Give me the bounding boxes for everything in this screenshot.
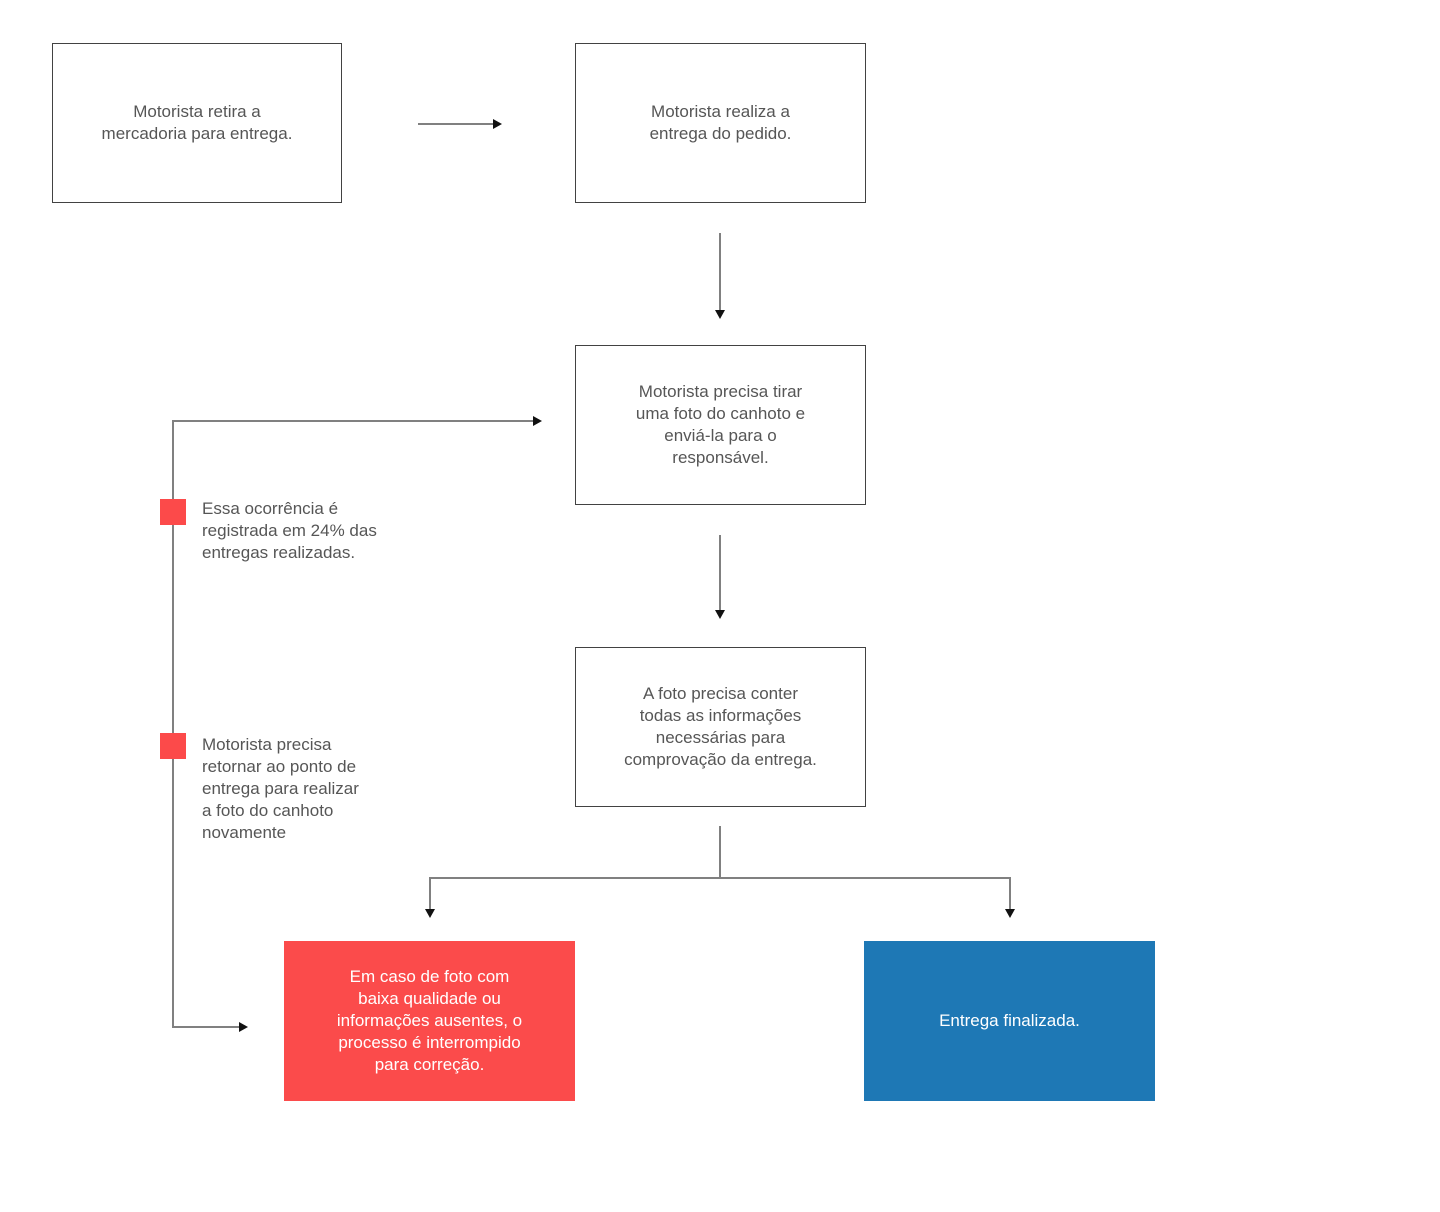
arrowhead-down-icon [1005, 909, 1015, 918]
node-photo-label: Motorista precisa tirar uma foto do canh… [635, 382, 806, 467]
arrowhead-down-icon [715, 610, 725, 619]
arrowhead-right-icon [493, 119, 502, 129]
loopback-top-to-photo [172, 420, 533, 422]
node-deliver-label: Motorista realiza a entrega do pedido. [649, 102, 792, 143]
connector-pickup-to-deliver [418, 123, 493, 125]
arrowhead-down-icon [425, 909, 435, 918]
node-requirements[interactable]: A foto precisa conter todas as informaçõ… [575, 647, 866, 807]
node-pickup[interactable]: Motorista retira a mercadoria para entre… [52, 43, 342, 203]
note-driver-return[interactable]: Motorista precisa retornar ao ponto de e… [202, 735, 359, 842]
note-marker-red-square[interactable] [160, 499, 186, 525]
note-marker-red-square[interactable] [160, 733, 186, 759]
arrowhead-right-icon [239, 1022, 248, 1032]
loopback-bottom-to-interrupted [172, 1026, 239, 1028]
node-finished-label: Entrega finalizada. [939, 1011, 1080, 1030]
branch-stem [719, 826, 721, 879]
node-photo[interactable]: Motorista precisa tirar uma foto do canh… [575, 345, 866, 505]
loopback-vertical [172, 420, 174, 1028]
node-requirements-label: A foto precisa conter todas as informaçõ… [624, 684, 817, 769]
arrowhead-down-icon [715, 310, 725, 319]
node-interrupted-label: Em caso de foto com baixa qualidade ou i… [336, 967, 523, 1074]
connector-photo-to-requirements [719, 535, 721, 610]
node-deliver[interactable]: Motorista realiza a entrega do pedido. [575, 43, 866, 203]
branch-crossbar [429, 877, 1011, 879]
branch-drop-interrupted [429, 877, 431, 910]
node-pickup-label: Motorista retira a mercadoria para entre… [101, 102, 293, 143]
arrowhead-right-icon [533, 416, 542, 426]
connector-deliver-to-photo [719, 233, 721, 310]
node-finished[interactable]: Entrega finalizada. [864, 941, 1155, 1101]
branch-drop-finished [1009, 877, 1011, 910]
note-occurrence-rate[interactable]: Essa ocorrência é registrada em 24% das … [202, 499, 377, 562]
node-interrupted[interactable]: Em caso de foto com baixa qualidade ou i… [284, 941, 575, 1101]
